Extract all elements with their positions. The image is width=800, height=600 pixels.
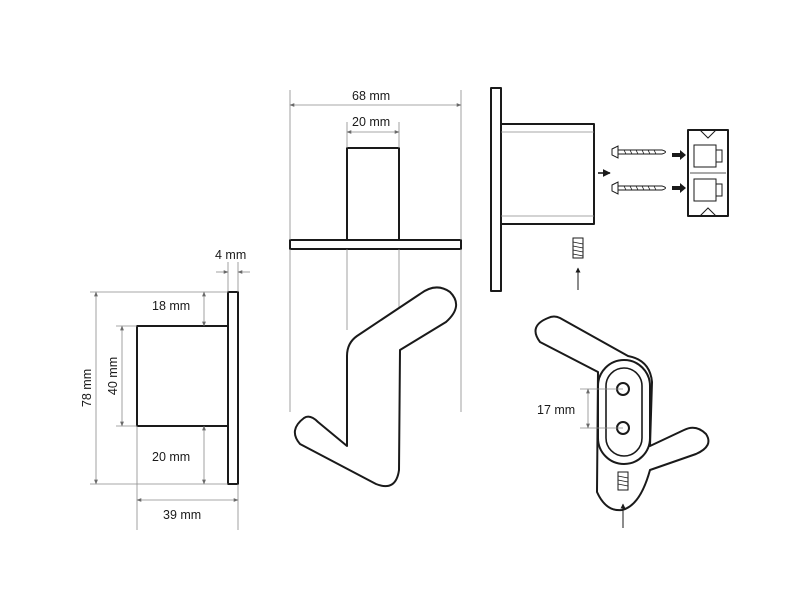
mount-plate-oval: [597, 359, 651, 465]
side-wall-plate: [227, 291, 239, 485]
dim-label-post-width: 20 mm: [352, 115, 390, 129]
dim-label-bottom-offset: 20 mm: [152, 450, 190, 464]
screw-icon: [611, 145, 666, 159]
mounting-detail: [490, 87, 729, 292]
dim-label-overall-height: 78 mm: [80, 369, 94, 407]
dim-label-top-width: 68 mm: [352, 89, 390, 103]
side-view: 78 mm 40 mm 18 mm 20 mm 4 mm 39 mm: [80, 248, 250, 530]
arrow-right-icon: [672, 183, 686, 193]
mount-plate-inner: [605, 367, 643, 457]
top-post: [346, 147, 400, 241]
dim-label-spacer-height: 40 mm: [106, 357, 120, 395]
dim-label-hole-spacing: 17 mm: [537, 403, 575, 417]
set-screw-icon: [572, 237, 584, 259]
hook-hole-view: 17 mm: [534, 315, 710, 528]
dim-label-top-offset: 18 mm: [152, 299, 190, 313]
wall-anchor-icon: [687, 129, 729, 217]
mount-spacer-body: [500, 123, 595, 225]
dim-label-plate-thickness: 4 mm: [215, 248, 246, 262]
dim-label-total-depth: 39 mm: [163, 508, 201, 522]
arrow-right-icon: [672, 150, 686, 160]
top-base-plate: [289, 239, 462, 250]
hook-front-view: [293, 286, 457, 488]
top-view: 68 mm 20 mm: [289, 89, 462, 412]
side-spacer-body: [136, 325, 229, 427]
set-screw-icon: [617, 471, 629, 491]
mount-wall-plate: [490, 87, 502, 292]
screw-icon: [611, 181, 666, 195]
hook-body: [293, 286, 457, 488]
